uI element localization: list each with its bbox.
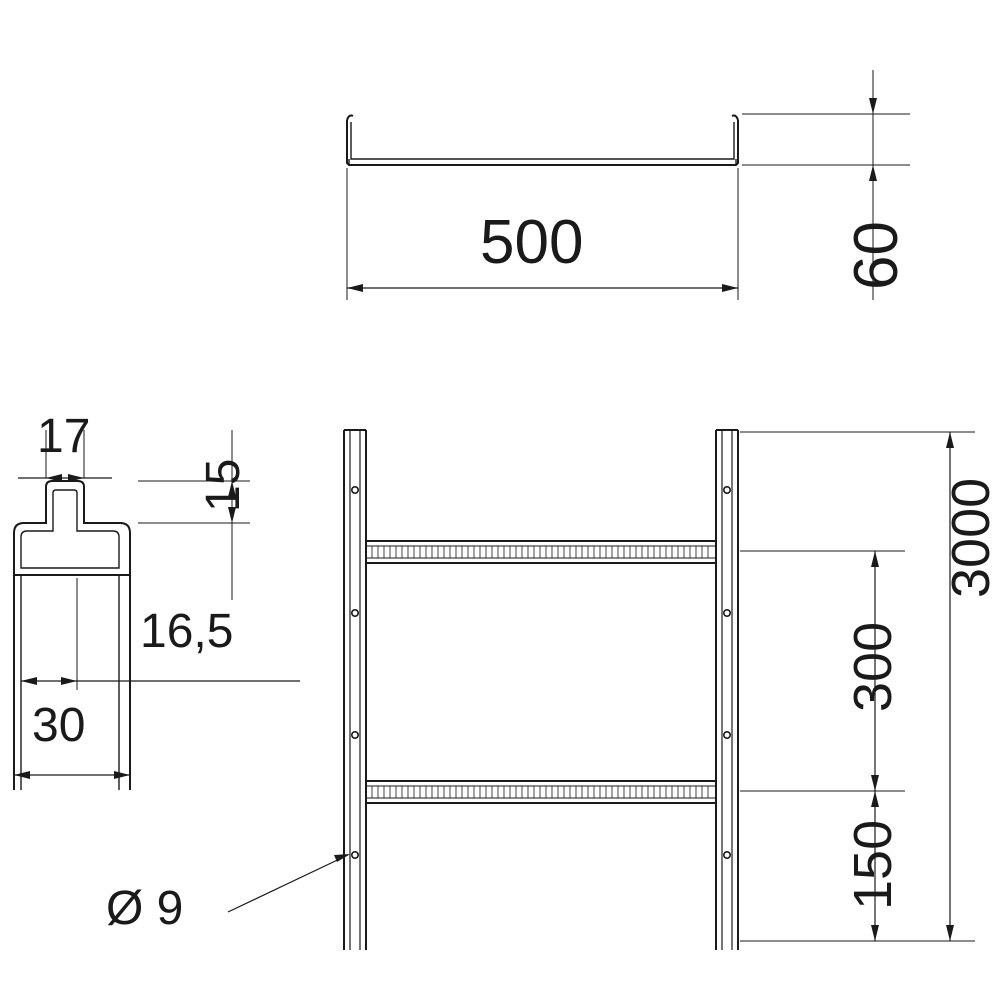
dia9-label: Ø 9	[106, 882, 184, 935]
front-view-left-rail-inner	[349, 430, 361, 950]
dim-500-arrows	[347, 284, 738, 292]
rail-holes	[350, 485, 731, 859]
front-view-right-rail	[715, 429, 739, 950]
dim-60-arrows	[869, 98, 877, 181]
dim-150-arrows	[871, 791, 879, 941]
dim-165-arrows	[21, 677, 77, 685]
rail-profile-inner	[20, 489, 120, 569]
dim-3000-arrows	[946, 432, 954, 941]
rail-profile-geometry	[13, 480, 131, 576]
dim-label-500: 500	[480, 208, 584, 277]
rung-upper	[365, 540, 717, 564]
dim-label-17: 17	[37, 410, 91, 463]
top-view-geometry	[346, 114, 739, 166]
rung-upper-inner	[366, 545, 716, 559]
dim-label-30: 30	[32, 699, 86, 752]
dim-label-165: 16,5	[140, 605, 234, 658]
front-view-right-rail-inner	[721, 430, 733, 950]
dim-17-arrows	[46, 474, 84, 482]
rung-lower-inner	[366, 785, 716, 799]
front-view-left-rail	[343, 429, 367, 950]
dim-label-3000: 3000	[941, 477, 1000, 598]
dim-30-extension	[13, 690, 131, 790]
dim-165-extension	[20, 578, 78, 690]
dim-label-150: 150	[843, 819, 903, 910]
rung-lower	[365, 780, 717, 804]
dia9-leader-arrow	[334, 854, 350, 862]
dim-label-15: 15	[197, 458, 250, 512]
dim-label-60: 60	[842, 221, 911, 290]
top-view-extension-lines	[346, 168, 739, 300]
dim-30-arrows	[14, 771, 130, 779]
dim-300-arrows	[871, 551, 879, 791]
dia9-leader	[227, 854, 349, 913]
dim-17-extension	[45, 430, 85, 478]
front-view-extension-lines	[740, 431, 975, 942]
dim-15-arrows	[228, 481, 236, 523]
rung-lower-hatching	[371, 786, 709, 798]
dim-label-300: 300	[843, 621, 903, 712]
rung-upper-hatching	[371, 546, 709, 558]
